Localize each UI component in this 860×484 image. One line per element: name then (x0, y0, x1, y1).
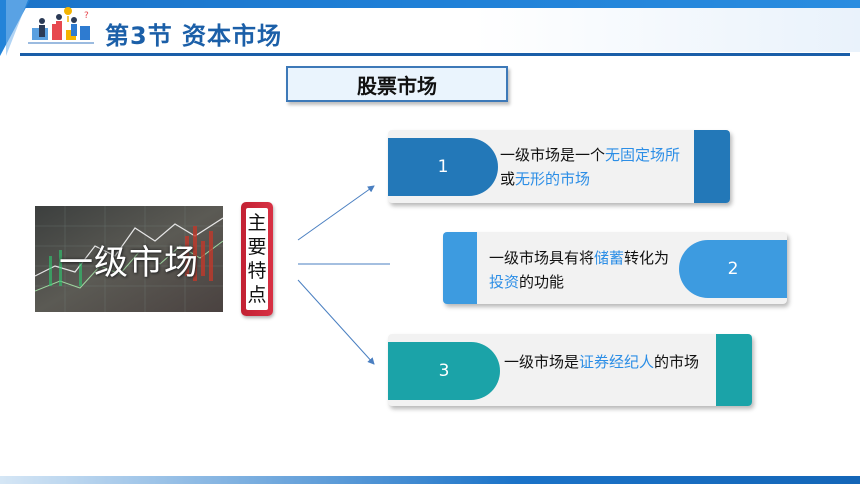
highlight-text: 储蓄 (594, 249, 625, 267)
header-top-bar (0, 0, 860, 8)
badge-text-panel: 主 要 特 点 (246, 208, 268, 310)
header-light-bar (0, 8, 860, 52)
header-band (0, 0, 860, 60)
feature-number-3: 3 (388, 342, 500, 400)
feature-text-2: 一级市场具有将储蓄转化为投资的功能 (489, 246, 679, 294)
card-accent-stripe (443, 232, 477, 304)
text-part: 转化为 (624, 249, 670, 267)
feature-card-1: 1 一级市场是一个无固定场所或无形的市场 (388, 130, 730, 203)
highlight-text: 无固定场所 (605, 146, 681, 164)
key-features-badge: 主 要 特 点 (241, 202, 273, 316)
feature-number-2: 2 (679, 240, 787, 298)
feature-number-1: 1 (388, 138, 498, 196)
badge-char: 主 (247, 212, 267, 234)
feature-card-3: 3 一级市场是证券经纪人的市场 (388, 334, 752, 406)
badge-char: 特 (247, 260, 267, 282)
svg-text:?: ? (84, 11, 89, 21)
business-people-icon: ? (28, 7, 94, 44)
text-part: 一级市场是一个 (500, 146, 606, 164)
footer-bar (0, 476, 860, 484)
text-part: 的市场 (654, 353, 700, 371)
text-part: 或 (500, 170, 516, 188)
card-accent-stripe (716, 334, 752, 406)
badge-char: 要 (247, 236, 267, 258)
highlight-text: 无形的市场 (515, 170, 591, 188)
feature-text-3: 一级市场是证券经纪人的市场 (504, 350, 716, 374)
highlight-text: 证券经纪人 (579, 353, 655, 371)
header-rule (20, 53, 850, 56)
header-slant-light (6, 0, 28, 56)
section-title: 第3节 资本市场 (105, 22, 283, 50)
card-accent-stripe (694, 130, 730, 203)
text-part: 一级市场具有将 (489, 249, 595, 267)
feature-card-2: 2 一级市场具有将储蓄转化为投资的功能 (443, 232, 787, 304)
stock-market-photo (35, 206, 223, 312)
highlight-text: 投资 (489, 273, 520, 291)
text-part: 的功能 (519, 273, 565, 291)
topic-title-box: 股票市场 (286, 66, 508, 102)
connector-arrows (297, 185, 390, 365)
feature-text-1: 一级市场是一个无固定场所或无形的市场 (500, 143, 690, 191)
arrow-to-card-3 (297, 279, 375, 365)
badge-char: 点 (247, 284, 267, 306)
arrow-to-card-1 (297, 185, 375, 241)
photo-caption: 一级市场 (59, 242, 199, 283)
text-part: 一级市场是 (504, 353, 580, 371)
